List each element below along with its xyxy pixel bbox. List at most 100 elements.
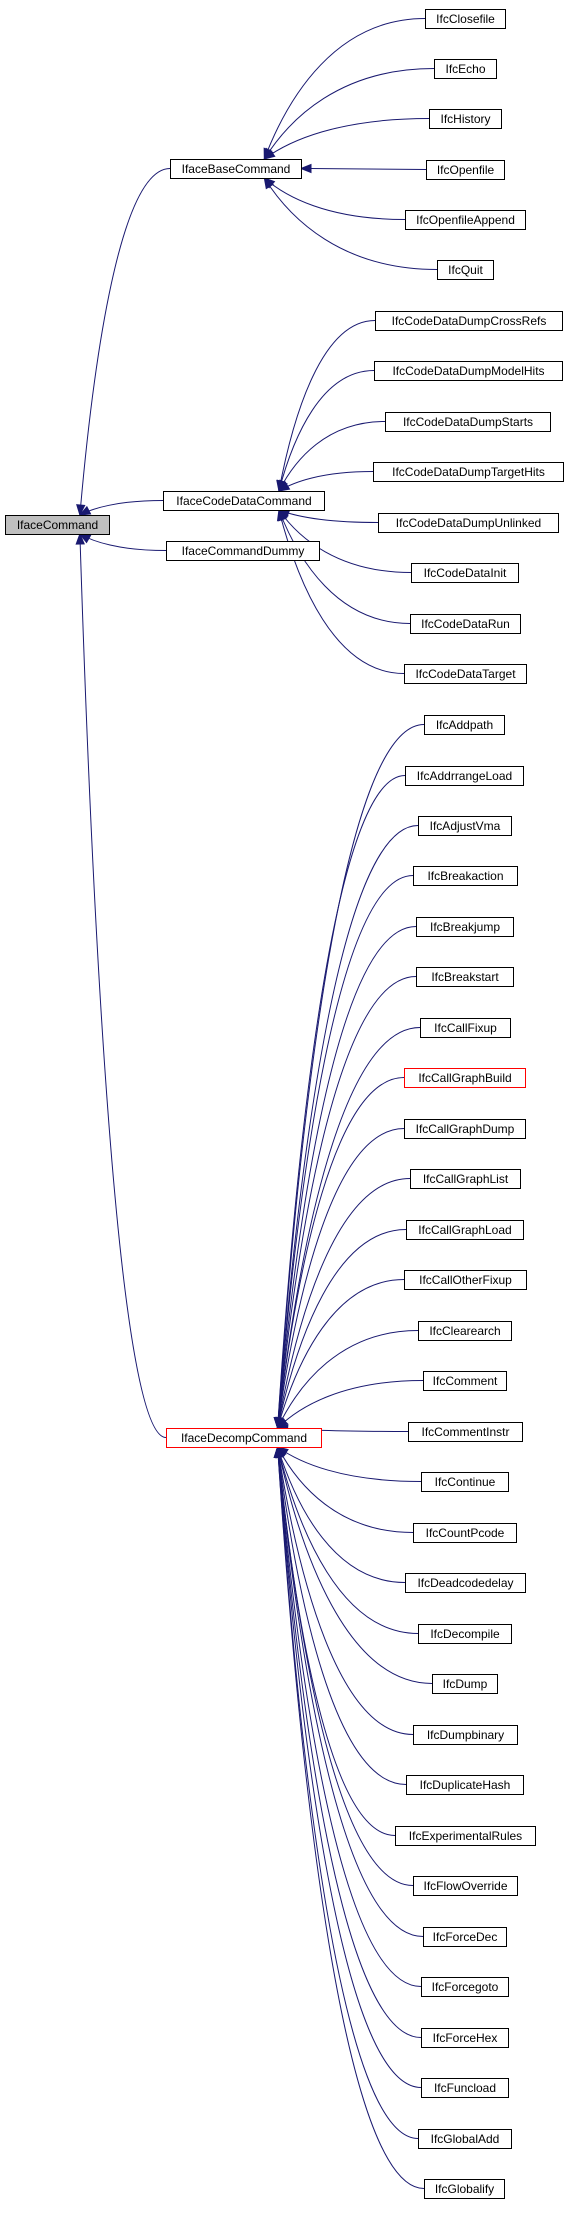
node-ifc-call-graph-build[interactable]: IfcCallGraphBuild xyxy=(404,1068,526,1088)
node-label: IfcCommentInstr xyxy=(421,1425,509,1439)
node-label: IfcCodeDataTarget xyxy=(415,667,516,681)
node-ifc-code-data-dump-starts[interactable]: IfcCodeDataDumpStarts xyxy=(385,412,551,432)
node-iface-code-data-command[interactable]: IfaceCodeDataCommand xyxy=(163,491,325,511)
node-label: IfcDecompile xyxy=(430,1627,500,1641)
node-box xyxy=(408,1422,523,1442)
node-box xyxy=(424,715,505,735)
node-label: IfcAddrrangeLoad xyxy=(417,769,512,783)
node-box xyxy=(416,967,514,987)
node-label: IfaceCommand xyxy=(17,518,98,532)
node-ifc-addrrange-load[interactable]: IfcAddrrangeLoad xyxy=(405,766,524,786)
node-ifc-code-data-dump-model-hits[interactable]: IfcCodeDataDumpModelHits xyxy=(374,361,563,381)
edge-ifc-echo-to-iface-base-command xyxy=(263,68,435,160)
node-ifc-breakstart[interactable]: IfcBreakstart xyxy=(416,967,514,987)
node-label: IfcEcho xyxy=(445,62,485,76)
edge-ifc-comment-to-iface-decomp-command xyxy=(277,1380,424,1429)
node-box xyxy=(405,210,526,230)
node-ifc-quit[interactable]: IfcQuit xyxy=(437,260,494,280)
node-ifc-global-add[interactable]: IfcGlobalAdd xyxy=(418,2129,512,2149)
node-iface-command-dummy[interactable]: IfaceCommandDummy xyxy=(166,541,320,561)
node-iface-command[interactable]: IfaceCommand xyxy=(5,515,110,535)
node-box xyxy=(373,462,564,482)
node-ifc-flow-override[interactable]: IfcFlowOverride xyxy=(413,1876,518,1896)
node-box xyxy=(421,1472,509,1492)
node-ifc-comment[interactable]: IfcComment xyxy=(423,1371,507,1391)
node-box xyxy=(423,1927,507,1947)
node-label: IfcCallGraphLoad xyxy=(418,1223,511,1237)
node-ifc-adjust-vma[interactable]: IfcAdjustVma xyxy=(418,816,512,836)
node-ifc-call-graph-load[interactable]: IfcCallGraphLoad xyxy=(406,1220,524,1240)
node-ifc-force-hex[interactable]: IfcForceHex xyxy=(421,2028,509,2048)
node-label: IfcFuncload xyxy=(434,2081,496,2095)
node-ifc-closefile[interactable]: IfcClosefile xyxy=(425,9,506,29)
node-ifc-breakjump[interactable]: IfcBreakjump xyxy=(416,917,514,937)
node-ifc-code-data-dump-target-hits[interactable]: IfcCodeDataDumpTargetHits xyxy=(373,462,564,482)
node-ifc-globalify[interactable]: IfcGlobalify xyxy=(424,2179,505,2199)
node-ifc-code-data-init[interactable]: IfcCodeDataInit xyxy=(411,563,519,583)
node-ifc-deadcodedelay[interactable]: IfcDeadcodedelay xyxy=(405,1573,526,1593)
node-ifc-decompile[interactable]: IfcDecompile xyxy=(418,1624,512,1644)
edge-ifc-deadcodedelay-to-iface-decomp-command xyxy=(277,1446,406,1583)
node-ifc-history[interactable]: IfcHistory xyxy=(429,109,502,129)
node-iface-decomp-command[interactable]: IfaceDecompCommand xyxy=(166,1428,322,1448)
node-box xyxy=(416,917,514,937)
node-label: IfcFlowOverride xyxy=(423,1879,507,1893)
edge-iface-code-data-command-to-iface-command xyxy=(79,500,164,516)
edge-ifc-code-data-init-to-iface-code-data-command xyxy=(278,509,412,573)
node-ifc-call-graph-list[interactable]: IfcCallGraphList xyxy=(410,1169,521,1189)
node-ifc-code-data-dump-unlinked[interactable]: IfcCodeDataDumpUnlinked xyxy=(378,513,559,533)
node-ifc-dumpbinary[interactable]: IfcDumpbinary xyxy=(413,1725,518,1745)
node-label: IfcCallGraphDump xyxy=(416,1122,515,1136)
node-ifc-experimental-rules[interactable]: IfcExperimentalRules xyxy=(395,1826,536,1846)
node-box xyxy=(411,563,519,583)
node-ifc-openfile-append[interactable]: IfcOpenfileAppend xyxy=(405,210,526,230)
node-ifc-continue[interactable]: IfcContinue xyxy=(421,1472,509,1492)
node-ifc-call-graph-dump[interactable]: IfcCallGraphDump xyxy=(404,1119,526,1139)
node-label: IfcCodeDataDumpModelHits xyxy=(392,364,544,378)
node-ifc-dump[interactable]: IfcDump xyxy=(432,1674,498,1694)
node-ifc-clearearch[interactable]: IfcClearearch xyxy=(418,1321,512,1341)
arrowhead-ifc-openfile xyxy=(299,163,312,174)
node-box xyxy=(404,1270,527,1290)
node-ifc-call-other-fixup[interactable]: IfcCallOtherFixup xyxy=(404,1270,527,1290)
arrowhead-ifc-history xyxy=(263,148,276,160)
node-label: IfcDuplicateHash xyxy=(420,1778,511,1792)
node-box xyxy=(423,1371,507,1391)
node-ifc-forcegoto[interactable]: IfcForcegoto xyxy=(421,1977,509,1997)
node-box xyxy=(418,2129,512,2149)
node-ifc-addpath[interactable]: IfcAddpath xyxy=(424,715,505,735)
node-ifc-openfile[interactable]: IfcOpenfile xyxy=(426,160,505,180)
node-label: IfcCodeDataDumpCrossRefs xyxy=(392,314,547,328)
node-ifc-comment-instr[interactable]: IfcCommentInstr xyxy=(408,1422,523,1442)
node-box xyxy=(385,412,551,432)
edge-ifc-continue-to-iface-decomp-command xyxy=(277,1446,422,1482)
edge-ifc-clearearch-to-iface-decomp-command xyxy=(277,1330,419,1429)
node-ifc-funcload[interactable]: IfcFuncload xyxy=(421,2078,509,2098)
edge-ifc-openfile-append-to-iface-base-command xyxy=(263,177,406,220)
arrowhead-ifc-globalify xyxy=(273,1445,284,1458)
node-ifc-breakaction[interactable]: IfcBreakaction xyxy=(413,866,518,886)
node-ifc-code-data-run[interactable]: IfcCodeDataRun xyxy=(410,614,521,634)
edge-ifc-closefile-to-iface-base-command xyxy=(263,18,426,160)
node-label: IfcQuit xyxy=(448,263,483,277)
edge-ifc-code-data-dump-starts-to-iface-code-data-command xyxy=(278,421,386,492)
edge-ifc-code-data-dump-cross-refs-to-iface-code-data-command xyxy=(278,320,376,492)
node-box xyxy=(170,159,302,179)
node-label: IfcComment xyxy=(433,1374,498,1388)
edge-ifc-breakaction-to-iface-decomp-command xyxy=(277,875,414,1429)
edge-ifc-globalify-to-iface-decomp-command xyxy=(277,1446,425,2189)
edge-ifc-code-data-run-to-iface-code-data-command xyxy=(278,509,411,624)
node-ifc-force-dec[interactable]: IfcForceDec xyxy=(423,1927,507,1947)
node-iface-base-command[interactable]: IfaceBaseCommand xyxy=(170,159,302,179)
node-ifc-code-data-target[interactable]: IfcCodeDataTarget xyxy=(404,664,527,684)
node-ifc-duplicate-hash[interactable]: IfcDuplicateHash xyxy=(406,1775,524,1795)
node-box xyxy=(429,109,502,129)
node-ifc-code-data-dump-cross-refs[interactable]: IfcCodeDataDumpCrossRefs xyxy=(375,311,563,331)
node-ifc-call-fixup[interactable]: IfcCallFixup xyxy=(420,1018,511,1038)
node-ifc-echo[interactable]: IfcEcho xyxy=(434,59,497,79)
node-ifc-count-pcode[interactable]: IfcCountPcode xyxy=(413,1523,517,1543)
node-label: IfcGlobalAdd xyxy=(431,2132,500,2146)
node-box xyxy=(378,513,559,533)
node-label: IfaceDecompCommand xyxy=(181,1431,307,1445)
node-box xyxy=(166,541,320,561)
